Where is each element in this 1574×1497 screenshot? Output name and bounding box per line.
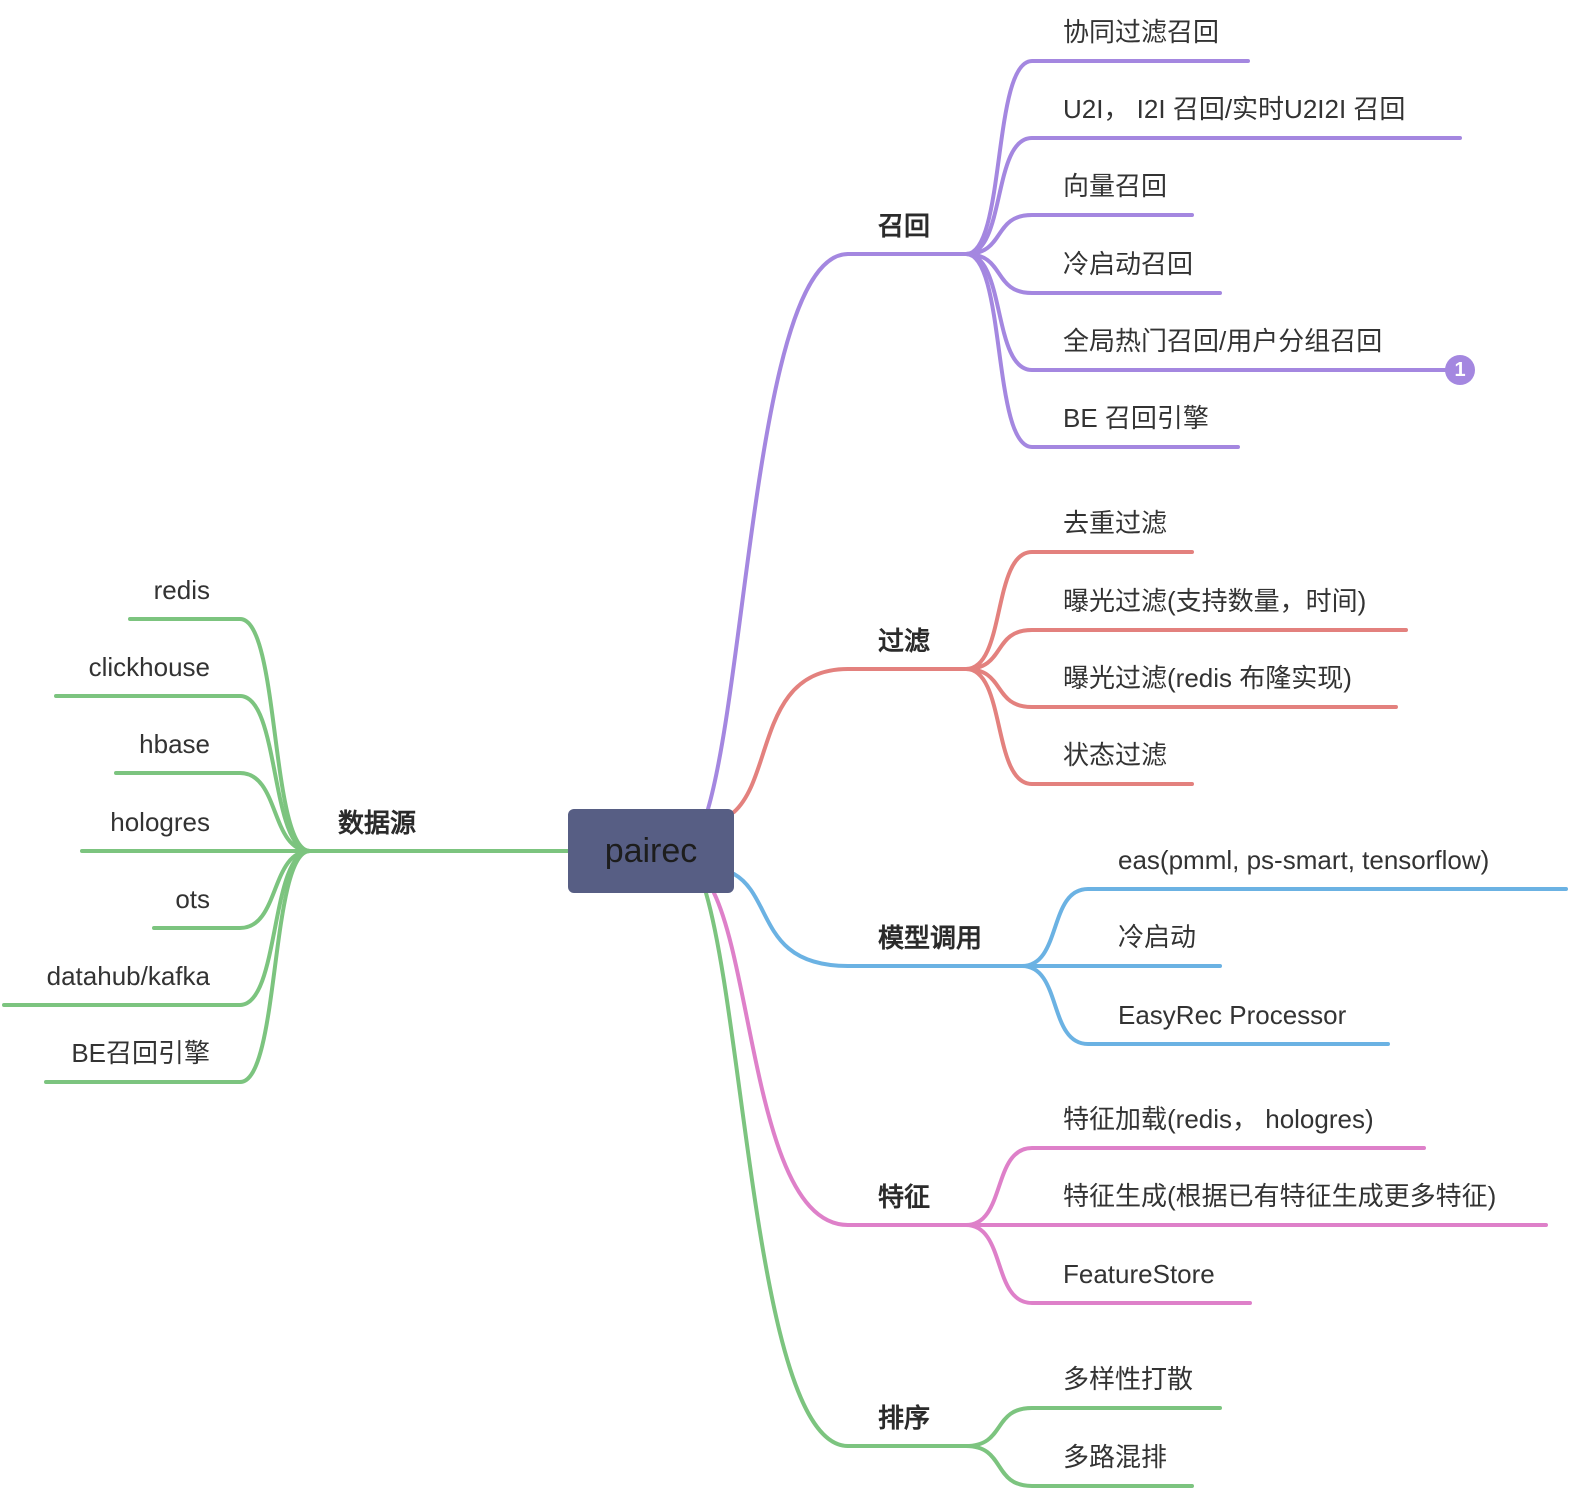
child-label-feature-1[interactable]: 特征生成(根据已有特征生成更多特征) <box>1063 1181 1497 1211</box>
child-label-filter-1[interactable]: 曝光过滤(支持数量，时间) <box>1063 586 1367 616</box>
branch-label-filter[interactable]: 过滤 <box>878 626 931 656</box>
child-label-datasource-4[interactable]: ots <box>175 884 210 914</box>
child-label-recall-3[interactable]: 冷启动召回 <box>1063 249 1194 279</box>
child-label-datasource-1[interactable]: clickhouse <box>88 652 210 682</box>
child-connector-recall-0 <box>964 59 1250 256</box>
child-connector-rank-1 <box>964 1444 1194 1488</box>
child-label-model-2[interactable]: EasyRec Processor <box>1118 1000 1347 1030</box>
child-connector-recall-4 <box>964 252 1450 372</box>
branch-label-rank[interactable]: 排序 <box>878 1403 931 1433</box>
child-connector-model-0 <box>1020 887 1568 968</box>
child-connector-model-2 <box>1020 964 1390 1046</box>
child-label-filter-3[interactable]: 状态过滤 <box>1063 740 1168 770</box>
child-label-recall-4[interactable]: 全局热门召回/用户分组召回 <box>1063 326 1383 356</box>
child-label-datasource-5[interactable]: datahub/kafka <box>46 961 210 991</box>
child-label-datasource-6[interactable]: BE召回引擎 <box>71 1038 210 1068</box>
child-connector-datasource-2 <box>114 771 312 853</box>
child-label-datasource-0[interactable]: redis <box>153 575 210 605</box>
branch-connector-recall <box>706 252 850 811</box>
child-label-feature-0[interactable]: 特征加载(redis， hologres) <box>1063 1104 1374 1134</box>
child-label-filter-0[interactable]: 去重过滤 <box>1063 508 1168 538</box>
child-connector-datasource-6 <box>44 849 312 1084</box>
child-label-rank-1[interactable]: 多路混排 <box>1063 1442 1168 1472</box>
child-label-recall-1[interactable]: U2I， I2I 召回/实时U2I2I 召回 <box>1063 94 1406 124</box>
root-node[interactable]: pairec <box>568 809 734 893</box>
child-label-recall-2[interactable]: 向量召回 <box>1063 171 1168 201</box>
child-label-feature-2[interactable]: FeatureStore <box>1063 1259 1215 1289</box>
branch-label-datasource[interactable]: 数据源 <box>338 808 417 838</box>
child-label-model-1[interactable]: 冷启动 <box>1118 922 1197 952</box>
branch-label-feature[interactable]: 特征 <box>878 1182 931 1212</box>
child-connector-rank-0 <box>964 1406 1222 1448</box>
child-label-rank-0[interactable]: 多样性打散 <box>1063 1364 1194 1394</box>
child-label-recall-5[interactable]: BE 召回引擎 <box>1063 403 1209 433</box>
child-connector-filter-3 <box>964 667 1194 786</box>
child-connector-recall-2 <box>964 213 1194 256</box>
child-label-datasource-2[interactable]: hbase <box>139 729 210 759</box>
child-connector-filter-0 <box>964 550 1194 671</box>
child-label-datasource-3[interactable]: hologres <box>110 807 210 837</box>
child-connector-filter-2 <box>964 667 1398 709</box>
child-connector-recall-3 <box>964 252 1222 295</box>
branch-connector-filter <box>732 667 850 814</box>
child-connector-datasource-4 <box>152 849 312 930</box>
branch-label-recall[interactable]: 召回 <box>878 211 931 241</box>
child-connector-datasource-0 <box>128 617 312 853</box>
collapse-count-badge[interactable]: 1 <box>1445 355 1475 385</box>
root-label: pairec <box>604 831 698 870</box>
child-connector-recall-1 <box>964 136 1462 256</box>
child-connector-feature-0 <box>964 1146 1426 1227</box>
child-label-model-0[interactable]: eas(pmml, ps-smart, tensorflow) <box>1118 845 1490 875</box>
child-connector-filter-1 <box>964 628 1408 671</box>
branch-connector-feature <box>712 891 850 1227</box>
child-label-recall-0[interactable]: 协同过滤召回 <box>1063 17 1220 47</box>
child-connector-recall-5 <box>964 252 1240 449</box>
branch-connector-model <box>732 872 850 968</box>
child-label-filter-2[interactable]: 曝光过滤(redis 布隆实现) <box>1063 663 1352 693</box>
child-connector-feature-2 <box>964 1223 1252 1305</box>
branch-connector-rank <box>704 891 850 1448</box>
branch-label-model[interactable]: 模型调用 <box>878 923 983 953</box>
child-connector-datasource-1 <box>54 694 312 853</box>
